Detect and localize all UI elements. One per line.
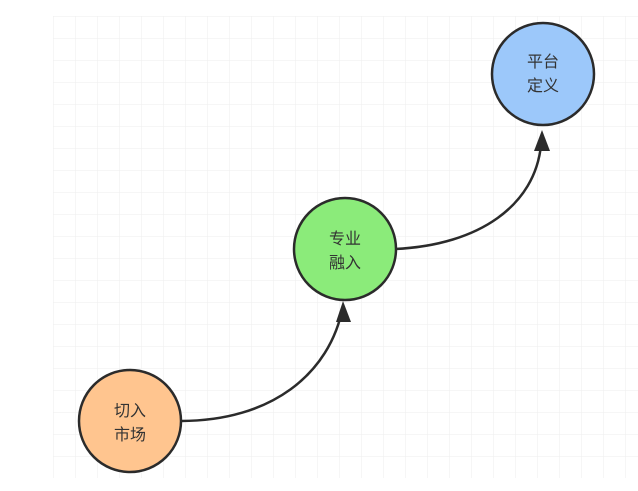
node-market-line1: 切入 [114,401,146,420]
node-platform-circle [490,21,596,127]
node-pro-line1: 专业 [329,229,361,248]
node-platform-line2: 定义 [527,76,559,95]
arrow-head-pro [336,301,351,322]
node-pro-circle [292,196,398,302]
arrow-head-platform [534,130,550,151]
node-market[interactable]: 切入 市场 [77,368,183,474]
arrow-market-to-pro[interactable] [180,305,345,423]
node-market-line2: 市场 [114,425,146,444]
node-market-circle [77,368,183,474]
node-pro-line2: 融入 [329,253,361,272]
node-platform[interactable]: 平台 定义 [490,21,596,127]
node-pro[interactable]: 专业 融入 [292,196,398,302]
node-platform-line1: 平台 [527,52,559,71]
arrow-pro-to-platform[interactable] [394,144,543,251]
